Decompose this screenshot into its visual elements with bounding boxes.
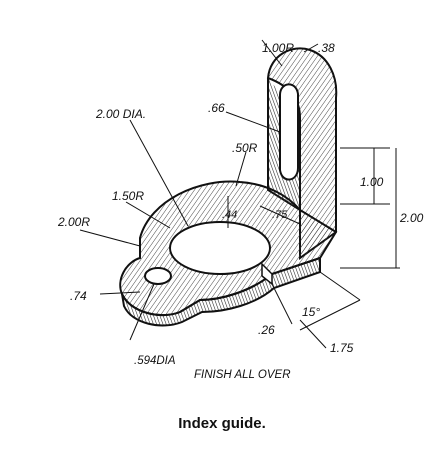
- base-plate: [119, 180, 338, 327]
- angle-15-label: 15°: [302, 305, 320, 319]
- gap-26-label: .26: [258, 323, 275, 337]
- figure-caption: Index guide.: [178, 415, 266, 432]
- height-100-label: 1.00: [360, 175, 384, 189]
- small-hole-label: .594DIA: [134, 355, 176, 367]
- thickness-top-label: .38: [318, 41, 335, 55]
- width-175-label: 1.75: [330, 341, 354, 355]
- upright-plate: [266, 47, 338, 260]
- boss-radius-label: .50R: [232, 141, 258, 155]
- radius-top-label: 1.00R: [262, 41, 294, 55]
- dimension-lines: [79, 39, 400, 349]
- slot-width-label: .66: [208, 101, 225, 115]
- lug-74-label: .74: [70, 289, 87, 303]
- wall-44-label: .44: [222, 209, 237, 221]
- outer-radius-label: 1.50R: [112, 189, 144, 203]
- offset-75-label: .75: [272, 209, 288, 221]
- height-200-label: 2.00: [399, 211, 424, 225]
- hole-diameter-label: 2.00 DIA.: [95, 107, 146, 121]
- lobe-radius-label: 2.00R: [57, 215, 90, 229]
- finish-note-label: FINISH ALL OVER: [194, 369, 291, 381]
